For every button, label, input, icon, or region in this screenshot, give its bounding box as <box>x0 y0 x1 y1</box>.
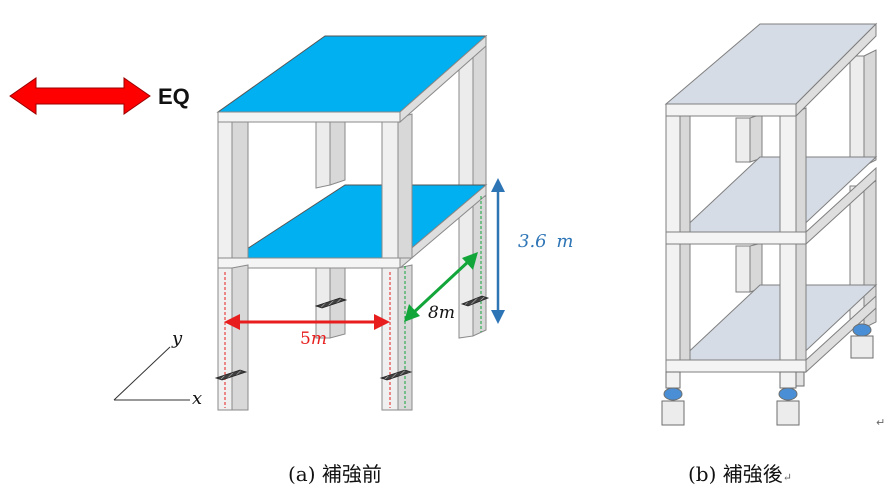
width-value: 5 <box>300 329 311 349</box>
depth-value: 8 <box>428 303 439 323</box>
axis-indicator <box>113 346 190 401</box>
hinge-markers <box>214 295 490 381</box>
base-isolators <box>661 323 874 426</box>
slab-second-floor <box>217 183 488 270</box>
eq-label: EQ <box>158 84 190 109</box>
depth-dimension-label: 8m <box>428 303 455 323</box>
beams-after <box>665 166 877 374</box>
height-dimension <box>491 178 505 324</box>
axis-y-label: y <box>171 328 183 349</box>
return-mark-1: ↵ <box>876 416 886 429</box>
width-dimension <box>224 314 390 330</box>
caption-before: (a) 補強前 <box>288 462 382 486</box>
column-centerlines <box>224 196 482 408</box>
return-mark-2: ↵ <box>782 471 792 484</box>
axis-x-label: x <box>192 388 202 409</box>
frame-after <box>664 22 878 374</box>
slab-roof <box>216 34 488 124</box>
width-dimension-label: 5m <box>300 329 327 349</box>
frame-before <box>214 34 490 411</box>
height-value: 3.6 <box>518 231 547 252</box>
eq-arrow <box>9 77 151 115</box>
depth-dimension <box>404 252 478 322</box>
caption-after-text: (b) 補強後 <box>688 462 783 486</box>
front-columns-upper <box>217 113 413 259</box>
height-unit: m <box>556 231 573 252</box>
height-dimension-label: 3.6 m <box>518 231 573 252</box>
width-unit: m <box>311 329 327 349</box>
caption-after: (b) 補強後↵ <box>688 458 792 487</box>
depth-unit: m <box>439 303 455 323</box>
